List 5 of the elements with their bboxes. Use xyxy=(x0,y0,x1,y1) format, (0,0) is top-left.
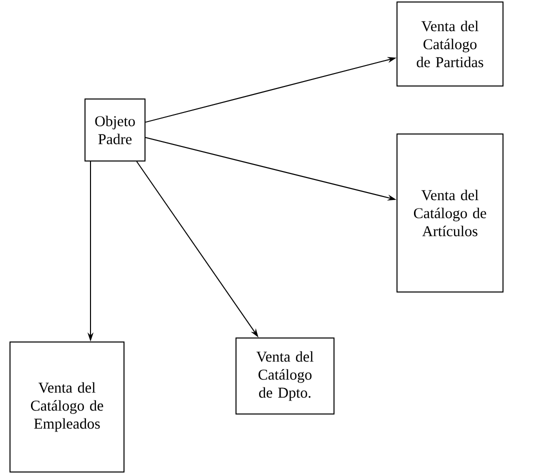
process-box: Venta del Catálogo de Artículos xyxy=(396,134,504,292)
process-box: Venta del Catálogo de Partidas xyxy=(396,2,504,86)
process-box: Objeto Padre xyxy=(84,98,146,162)
process-box: Venta del Catálogo de Empleados xyxy=(10,342,124,472)
process-box: Venta del Catálogo de Dpto. xyxy=(236,338,334,414)
